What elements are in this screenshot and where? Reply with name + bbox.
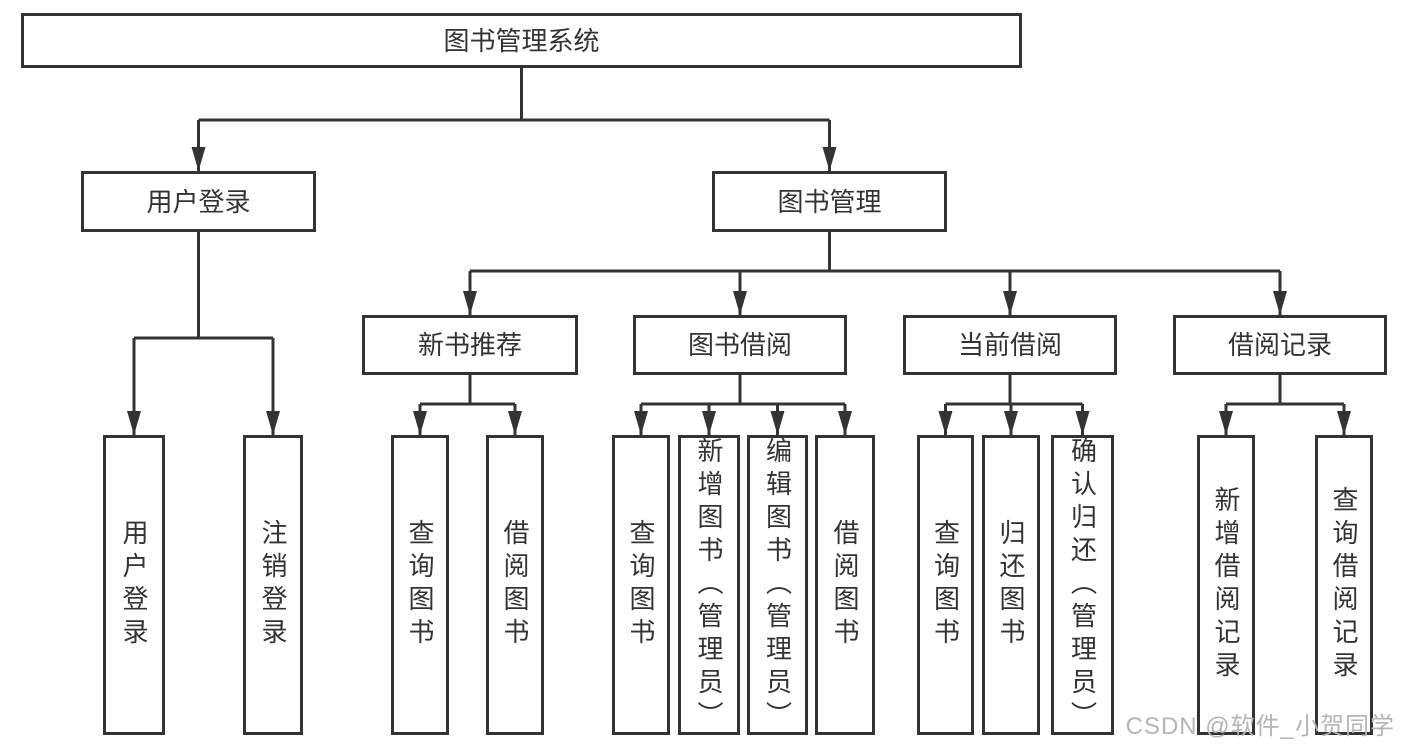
node-current-borrowing: 当前借阅	[903, 315, 1117, 375]
leaf-confirm-return-admin: 确认归还（管理员）	[1051, 435, 1114, 735]
node-book-borrowing: 图书借阅	[633, 315, 847, 375]
node-new-book-recommendation: 新书推荐	[362, 315, 578, 375]
leaf-borrow-books-recommend: 借阅图书	[486, 435, 544, 735]
leaf-query-books-current: 查询图书	[917, 435, 974, 735]
connector-newbook-to-leaves	[413, 375, 522, 435]
connector-root-to-level2	[191, 68, 837, 171]
leaf-query-books-borrow: 查询图书	[612, 435, 670, 735]
node-borrowing-records: 借阅记录	[1173, 315, 1387, 375]
connector-login-to-leaves	[127, 232, 280, 435]
leaf-return-books: 归还图书	[982, 435, 1040, 735]
leaf-query-books-recommend: 查询图书	[391, 435, 449, 735]
connector-records-to-leaves	[1219, 375, 1351, 435]
node-library-management-system: 图书管理系统	[21, 13, 1022, 68]
leaf-user-login: 用户登录	[103, 435, 165, 735]
node-book-management-module: 图书管理	[712, 171, 947, 232]
leaf-add-borrow-record: 新增借阅记录	[1197, 435, 1255, 735]
connector-current-to-leaves	[938, 375, 1090, 435]
csdn-watermark: CSDN @软件_小贺同学	[1125, 713, 1395, 740]
connector-borrow-to-leaves	[634, 375, 852, 435]
leaf-query-borrow-record: 查询借阅记录	[1315, 435, 1373, 735]
leaf-borrow-books: 借阅图书	[815, 435, 875, 735]
leaf-add-book-admin: 新增图书（管理员）	[678, 435, 740, 735]
connector-mgmt-to-level3	[463, 232, 1287, 315]
leaf-logout: 注销登录	[243, 435, 303, 735]
leaf-edit-book-admin: 编辑图书（管理员）	[747, 435, 808, 735]
node-user-login-module: 用户登录	[81, 171, 316, 232]
